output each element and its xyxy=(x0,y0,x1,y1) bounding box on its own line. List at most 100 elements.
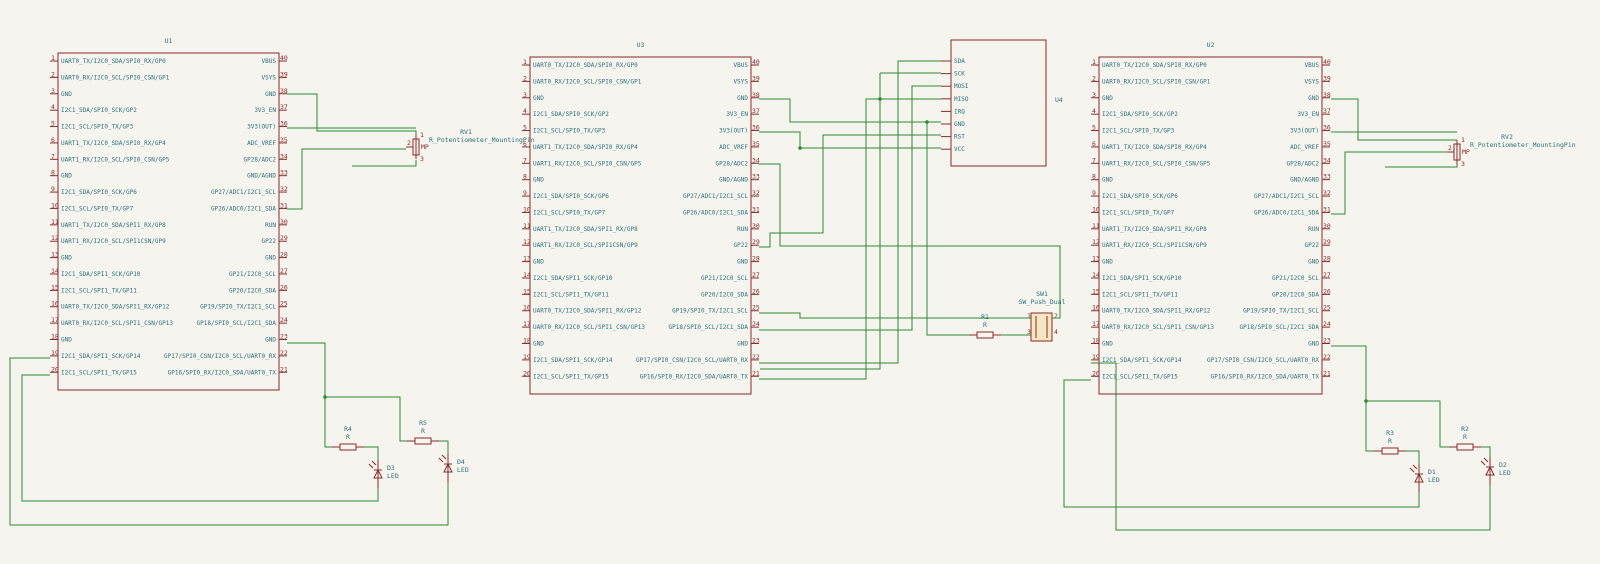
pin-name: ADC_VREF xyxy=(1290,144,1319,151)
pin-number: 16 xyxy=(523,304,531,312)
pin-number: 8 xyxy=(51,169,55,177)
junction-dot xyxy=(798,146,802,150)
pin-name: GP19/SPI0_TX/I2C1_SCL xyxy=(672,308,748,315)
pin-name: GP22 xyxy=(262,238,277,245)
pin-number: 24 xyxy=(280,316,288,324)
pin-number: 8 xyxy=(523,173,527,181)
resistor-r1: R1R xyxy=(969,313,1001,339)
led-value: LED xyxy=(1499,469,1511,477)
junction-dot xyxy=(878,97,882,101)
pin-number: 17 xyxy=(1092,320,1100,328)
resistor-r3: R3R xyxy=(1374,429,1406,455)
pin-name: I2C1_SDA/SPI0_SCK/GP6 xyxy=(533,193,609,200)
pin-name: UART1_TX/I2C0_SDA/SPI1_RX/GP8 xyxy=(533,226,638,233)
led-triangle xyxy=(1414,472,1424,483)
pin-number: 34 xyxy=(1323,156,1331,164)
pin-name: I2C1_SCL/SPI0_TX/GP3 xyxy=(61,124,134,131)
pin-number: 17 xyxy=(523,320,531,328)
pin-number: 13 xyxy=(523,255,531,263)
resistor-ref: R2 xyxy=(1461,425,1469,433)
led-ref: D4 xyxy=(457,458,465,466)
resistor-body xyxy=(414,437,432,445)
wire xyxy=(21,374,379,502)
pin-name: I2C1_SDA/SPI1_SCK/GP14 xyxy=(533,357,613,364)
pin-name: GND xyxy=(1102,341,1113,348)
led-value: LED xyxy=(387,472,399,480)
pin-name: I2C1_SCL/SPI0_TX/GP3 xyxy=(1102,128,1175,135)
pot-value: R_Potentiometer_MountingPin xyxy=(429,136,535,144)
pin-number: 23 xyxy=(1323,337,1331,345)
pin-name: 3V3_EN xyxy=(1297,111,1319,118)
pin-name: I2C1_SCL/SPI1_TX/GP11 xyxy=(1102,291,1178,298)
pin-name: GND xyxy=(533,341,544,348)
pin-number: 33 xyxy=(752,173,760,181)
pin-name: UART1_TX/I2C0_SDA/SPI0_RX/GP4 xyxy=(533,144,638,151)
pin-number: 2 xyxy=(1448,144,1452,152)
pin-name: GP28/ADC2 xyxy=(1286,160,1319,167)
pin-number: 4 xyxy=(1054,328,1058,336)
pin-number: 15 xyxy=(523,287,531,295)
pin-name: UART0_RX/I2C0_SCL/SPI1_CSN/GP13 xyxy=(533,324,645,331)
pin-name: GND xyxy=(61,255,72,262)
pin-name: UART1_TX/I2C0_SDA/SPI0_RX/GP4 xyxy=(61,140,166,147)
pin-name: GP19/SPI0_TX/I2C1_SCL xyxy=(1243,308,1319,315)
pin-name: RUN xyxy=(265,222,276,229)
pin-number: 19 xyxy=(1092,353,1100,361)
pin-number: 2 xyxy=(1054,312,1058,320)
pin-name: I2C1_SDA/SPI1_SCK/GP10 xyxy=(1102,275,1182,282)
pin-name: GND xyxy=(265,91,276,98)
pin-number: 4 xyxy=(51,103,55,111)
led-triangle xyxy=(1485,465,1495,476)
pin-name: GP16/SPI0_RX/I2C0_SDA/UART0_TX xyxy=(1211,373,1320,380)
pin-name: UART1_RX/I2C0_SCL/SPI1CSN/GP9 xyxy=(1102,242,1207,249)
pin-name: GP17/SPI0_CSN/I2C0_SCL/UART0_RX xyxy=(636,357,748,364)
component-body xyxy=(529,56,752,395)
pin-name: I2C1_SDA/SPI0_SCK/GP2 xyxy=(533,111,609,118)
pin-name: VSYS xyxy=(1305,78,1320,85)
pin-number: 12 xyxy=(523,238,531,246)
wire xyxy=(759,85,941,331)
pin-number: 20 xyxy=(523,369,531,377)
pot-ref: RV1 xyxy=(460,128,472,136)
pin-number: 32 xyxy=(752,189,760,197)
pin-name: MOSI xyxy=(954,83,969,90)
pin-name: I2C1_SCL/SPI1_TX/GP15 xyxy=(533,373,609,380)
pin-name: UART0_TX/I2C0_SDA/SPI0_RX/GP0 xyxy=(533,62,638,69)
pin-number: 31 xyxy=(1323,205,1331,213)
pin-number: 13 xyxy=(1092,255,1100,263)
pin-number: 30 xyxy=(280,218,288,226)
led-ref: D3 xyxy=(387,464,395,472)
led-ref: D2 xyxy=(1499,461,1507,469)
pin-name: RUN xyxy=(1308,226,1319,233)
pin-number: 7 xyxy=(1092,156,1096,164)
pin-name: GND xyxy=(1308,95,1319,102)
pin-number: 39 xyxy=(752,74,760,82)
component-ref: U2 xyxy=(1207,41,1215,49)
wire xyxy=(287,342,332,448)
component-body xyxy=(1098,56,1323,395)
pin-number: 27 xyxy=(1323,271,1331,279)
pin-name: ADC_VREF xyxy=(247,140,276,147)
led-rays xyxy=(368,460,377,469)
u4-body xyxy=(950,39,1047,167)
resistor-r2: R2R xyxy=(1449,425,1481,451)
wire xyxy=(439,440,449,454)
pin-number: 15 xyxy=(51,283,59,291)
pin-number: 3 xyxy=(1027,328,1031,336)
pin-number: 1 xyxy=(51,54,55,62)
pin-number: 19 xyxy=(523,353,531,361)
pin-name: MISO xyxy=(954,96,969,103)
pin-number: 11 xyxy=(523,222,531,230)
pin-number: 28 xyxy=(280,251,288,259)
pin-number: 21 xyxy=(752,369,760,377)
pin-number: 39 xyxy=(280,70,288,78)
resistor-value: R xyxy=(346,433,350,441)
pin-number: 1 xyxy=(1092,58,1096,66)
pin-name: GND xyxy=(1102,95,1113,102)
pin-number: 37 xyxy=(280,103,288,111)
pin-name: I2C1_SDA/SPI0_SCK/GP2 xyxy=(1102,111,1178,118)
